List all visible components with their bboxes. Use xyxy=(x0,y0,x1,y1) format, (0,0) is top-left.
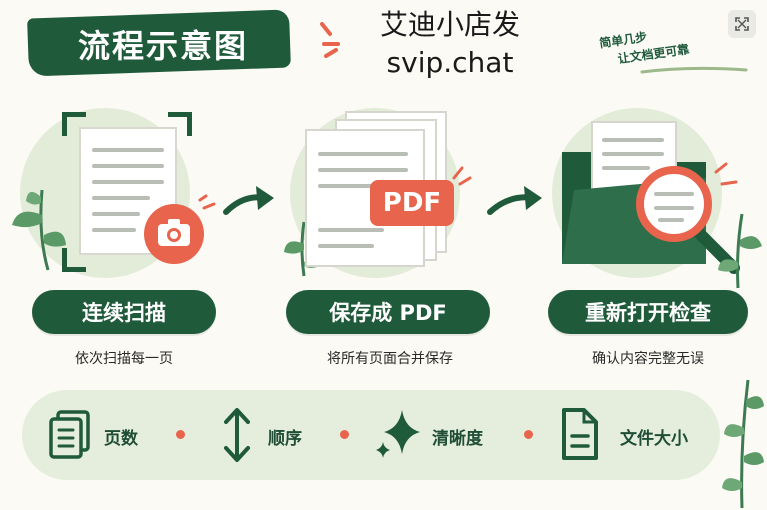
step1-caption: 依次扫描每一页 xyxy=(75,351,173,367)
feature-bar xyxy=(22,390,720,480)
arrow-right-icon xyxy=(487,186,542,215)
step2-pill: 保存成 PDF xyxy=(286,290,490,334)
watermark-line2: svip.chat xyxy=(386,46,514,79)
separator-dot xyxy=(176,430,185,439)
file-icon xyxy=(562,408,598,460)
expand-icon xyxy=(735,17,749,31)
arrow-right-icon xyxy=(223,186,274,215)
accent-strokes-icon xyxy=(452,166,472,186)
sparkle-icon xyxy=(376,410,420,458)
feature-filesize-label: 文件大小 xyxy=(620,429,688,449)
step3-caption: 确认内容完整无误 xyxy=(592,351,704,367)
feature-clarity-label: 清晰度 xyxy=(432,429,483,449)
watermark-line1: 艾迪小店发 xyxy=(379,8,520,41)
step3-pill: 重新打开检查 xyxy=(548,290,748,334)
camera-icon xyxy=(144,194,216,264)
leaf-decoration-icon xyxy=(722,379,764,509)
close-button[interactable] xyxy=(728,10,756,38)
watermark: 艾迪小店发 svip.chat xyxy=(350,6,550,82)
page-title: 流程示意图 xyxy=(77,27,248,65)
leaf-decoration-icon xyxy=(718,213,762,289)
up-down-arrow-icon xyxy=(224,408,250,462)
step1-pill: 连续扫描 xyxy=(32,290,216,334)
pages-icon xyxy=(49,410,90,459)
feature-pages-label: 页数 xyxy=(104,429,138,449)
note-underline xyxy=(640,66,748,74)
leaf-decoration-icon xyxy=(12,189,66,271)
separator-dot xyxy=(524,430,533,439)
separator-dot xyxy=(340,430,349,439)
step2-caption: 将所有页面合并保存 xyxy=(327,351,453,367)
accent-strokes-icon xyxy=(320,22,340,58)
pdf-badge: PDF xyxy=(370,180,454,226)
scan-frame-icon xyxy=(62,112,192,272)
feature-order-label: 顺序 xyxy=(268,429,302,449)
